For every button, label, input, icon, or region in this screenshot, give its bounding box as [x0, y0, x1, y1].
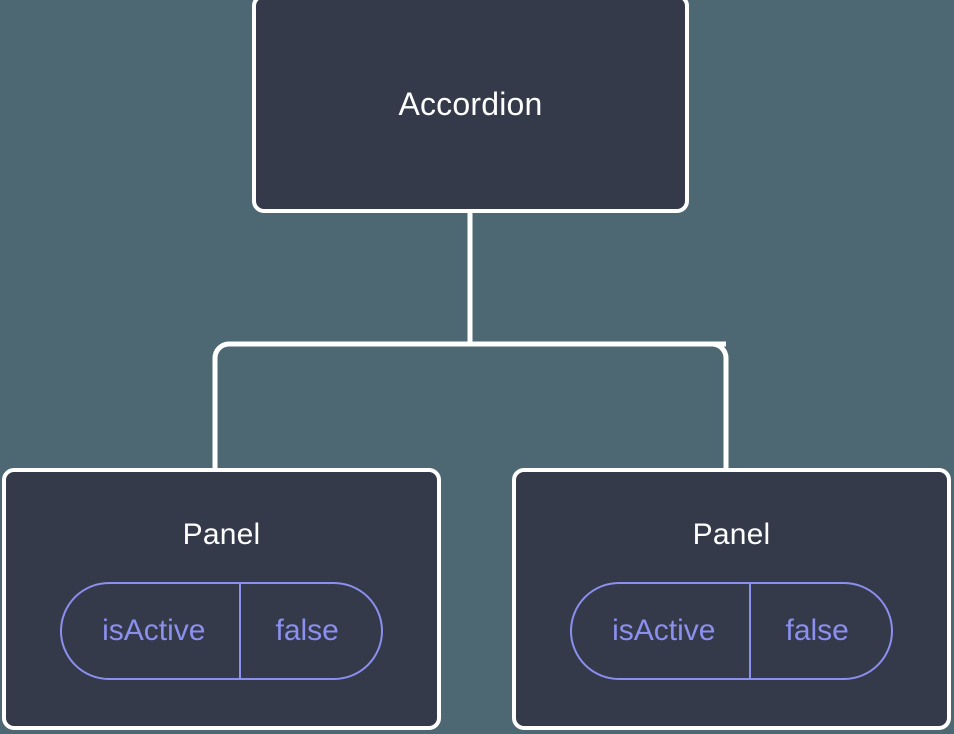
tree-node-panel-right[interactable]: Panel isActive false	[512, 468, 951, 730]
node-title: Accordion	[398, 85, 543, 122]
state-badge-value: false	[275, 614, 339, 647]
edge-to-panel-left	[212, 341, 726, 470]
state-badge[interactable]: isActive false	[570, 582, 893, 680]
state-badge-value: false	[785, 614, 849, 647]
state-badge-key: isActive	[572, 584, 752, 678]
node-title: Panel	[182, 518, 261, 551]
tree-node-accordion[interactable]: Accordion	[252, 0, 689, 213]
tree-node-panel-left[interactable]: Panel isActive false	[2, 468, 441, 730]
state-badge-key: isActive	[62, 584, 242, 678]
state-badge[interactable]: isActive false	[60, 582, 383, 680]
edge-to-panel-right	[700, 341, 729, 470]
node-title: Panel	[692, 518, 771, 551]
